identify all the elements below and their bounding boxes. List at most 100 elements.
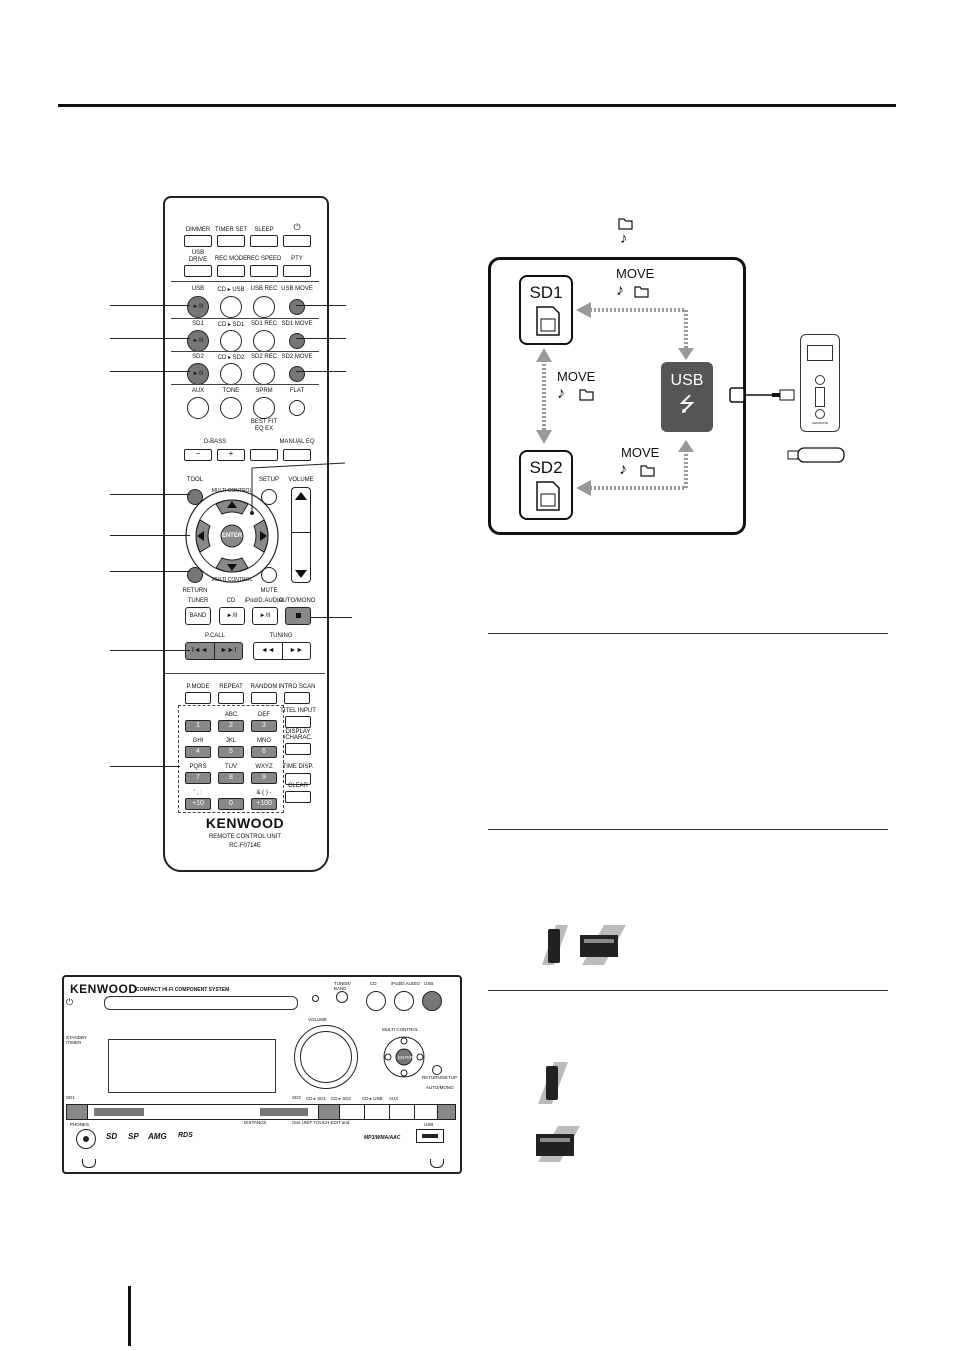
clear-button[interactable] bbox=[285, 791, 311, 803]
cd-usb-label: CD ▸ USB bbox=[217, 287, 245, 293]
cd-slot[interactable] bbox=[104, 996, 298, 1010]
dimmer-button[interactable] bbox=[184, 235, 212, 247]
tuning-buttons[interactable]: ◄◄ ►► bbox=[253, 642, 311, 660]
usb-drive-button[interactable] bbox=[184, 265, 212, 277]
rec-mode-button[interactable] bbox=[217, 265, 245, 277]
titel-input-label: TITEL INPUT bbox=[280, 708, 316, 714]
ipod-play-button[interactable]: ►/II bbox=[252, 607, 278, 625]
cd-usb-button[interactable] bbox=[390, 1105, 415, 1119]
random-button[interactable] bbox=[251, 692, 277, 704]
multi-control-pad[interactable] bbox=[182, 486, 292, 591]
keypad-button-9[interactable]: 9 bbox=[251, 772, 277, 784]
aux-button[interactable] bbox=[187, 397, 209, 419]
usb-play-button[interactable]: ►/II bbox=[187, 296, 209, 318]
pmode-button[interactable] bbox=[185, 692, 211, 704]
keypad-button-1[interactable]: 1 bbox=[185, 720, 211, 732]
best-fit-button[interactable] bbox=[250, 449, 278, 461]
power-button[interactable] bbox=[283, 235, 311, 247]
titel-input-button[interactable] bbox=[285, 716, 311, 728]
sd2-move-button[interactable] bbox=[289, 366, 305, 382]
pty-button[interactable] bbox=[283, 265, 311, 277]
timer-set-label: TIMER SET bbox=[214, 227, 248, 233]
rewind-icon[interactable]: ◄◄ bbox=[254, 643, 283, 659]
sd1-play-button[interactable]: ►/II bbox=[187, 330, 209, 352]
pty-label: PTY bbox=[291, 256, 303, 262]
cd-play-button[interactable]: ►/II bbox=[219, 607, 245, 625]
usb-port-label: USB bbox=[424, 1122, 434, 1127]
cd-to-sd2-button[interactable] bbox=[220, 363, 242, 385]
keypad-button-3[interactable]: 3 bbox=[251, 720, 277, 732]
mute-button[interactable] bbox=[261, 567, 277, 583]
pmode-label: P.MODE bbox=[186, 684, 210, 690]
volume-knob[interactable] bbox=[294, 1025, 358, 1089]
section-rule bbox=[488, 829, 888, 830]
forward-icon[interactable]: ►► bbox=[289, 647, 304, 654]
rec-speed-button[interactable] bbox=[250, 265, 278, 277]
keypad-button-12[interactable]: +100 bbox=[251, 798, 277, 810]
callout-line bbox=[296, 305, 346, 306]
prev-icon[interactable]: I◄◄ bbox=[186, 643, 215, 659]
d-bass-minus-button[interactable]: − bbox=[184, 449, 212, 461]
sd2-slot[interactable] bbox=[318, 1105, 340, 1119]
standby-power-icon[interactable]: ⏻ bbox=[66, 997, 74, 1007]
sleep-button[interactable] bbox=[250, 235, 278, 247]
ipod-button[interactable] bbox=[394, 991, 414, 1011]
sprm-button[interactable] bbox=[253, 397, 275, 419]
logo-sd: SD bbox=[106, 1132, 118, 1141]
sleep-label: SLEEP bbox=[254, 227, 274, 233]
usb-rec-button[interactable] bbox=[253, 296, 275, 318]
cd-sd1-button[interactable] bbox=[340, 1105, 365, 1119]
tone-button[interactable] bbox=[220, 397, 242, 419]
tuner-band-button[interactable] bbox=[336, 991, 348, 1003]
sd1-slot[interactable] bbox=[67, 1105, 88, 1119]
sd2-play-button[interactable]: ►/II bbox=[187, 363, 209, 385]
intro-scan-button[interactable] bbox=[284, 692, 310, 704]
return-setup-button[interactable] bbox=[432, 1065, 442, 1075]
flat-button[interactable] bbox=[289, 400, 305, 416]
move-diagram: SD1 SD2 USB ⭍ MOVE ♪ MOVE ♪ MOVE ♪ bbox=[488, 257, 746, 535]
volume-rocker[interactable] bbox=[291, 487, 311, 583]
timer-set-button[interactable] bbox=[217, 235, 245, 247]
repeat-button[interactable] bbox=[218, 692, 244, 704]
display-button[interactable] bbox=[285, 743, 311, 755]
stop-button[interactable] bbox=[285, 607, 311, 625]
time-disp-button[interactable] bbox=[285, 773, 311, 785]
setup-button[interactable] bbox=[261, 489, 277, 505]
keypad-button-2[interactable]: 2 bbox=[218, 720, 244, 732]
keypad-button-6[interactable]: 6 bbox=[251, 746, 277, 758]
time-disp-label: TIME DISP. bbox=[282, 764, 314, 770]
cd-label: CD bbox=[226, 598, 236, 604]
cd-sd2-button[interactable] bbox=[365, 1105, 390, 1119]
tool-button[interactable] bbox=[187, 489, 203, 505]
sd2-rec-button[interactable] bbox=[253, 363, 275, 385]
usb-port[interactable] bbox=[416, 1129, 444, 1143]
cd-to-usb-button[interactable] bbox=[220, 296, 242, 318]
d-bass-label: D-BASS bbox=[203, 439, 227, 445]
sd1-rec-button[interactable] bbox=[253, 330, 275, 352]
keypad-button-11[interactable]: 0 bbox=[218, 798, 244, 810]
keypad-button-8[interactable]: 8 bbox=[218, 772, 244, 784]
band-button[interactable]: BAND bbox=[185, 607, 211, 625]
display-label: DISPLAY /CHARAC. bbox=[283, 729, 313, 741]
aux-button[interactable] bbox=[415, 1105, 438, 1119]
cd-button[interactable] bbox=[366, 991, 386, 1011]
next-icon[interactable]: ►►I bbox=[220, 647, 237, 654]
pcall-buttons[interactable]: I◄◄ ►►I bbox=[185, 642, 243, 660]
return-button[interactable] bbox=[187, 567, 203, 583]
cd-to-sd1-button[interactable] bbox=[220, 330, 242, 352]
d-bass-plus-button[interactable]: + bbox=[217, 449, 245, 461]
keypad-button-4[interactable]: 4 bbox=[185, 746, 211, 758]
usb-label: USB bbox=[424, 981, 434, 986]
small-button[interactable] bbox=[312, 995, 319, 1002]
phones-jack[interactable] bbox=[76, 1129, 96, 1149]
keypad-button-7[interactable]: 7 bbox=[185, 772, 211, 784]
sd1-move-button[interactable] bbox=[289, 333, 305, 349]
main-multi-control[interactable] bbox=[382, 1035, 426, 1079]
keypad-button-10[interactable]: +10 bbox=[185, 798, 211, 810]
keypad-button-5[interactable]: 5 bbox=[218, 746, 244, 758]
usb-button[interactable] bbox=[422, 991, 442, 1011]
manual-eq-button[interactable] bbox=[283, 449, 311, 461]
standby-label: STANDBY /TIMER bbox=[66, 1035, 87, 1045]
usb-move-button[interactable] bbox=[289, 299, 305, 315]
stop-button[interactable] bbox=[438, 1105, 455, 1119]
